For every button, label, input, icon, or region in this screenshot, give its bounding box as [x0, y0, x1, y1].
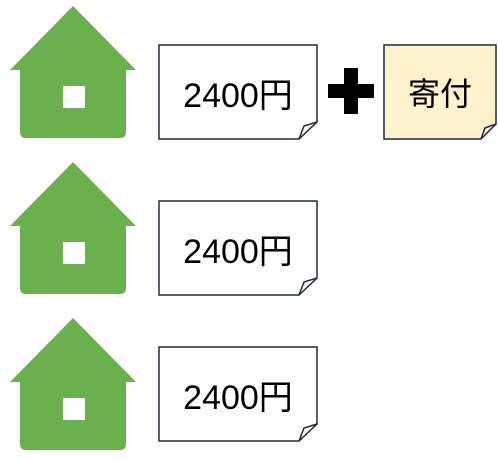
price-label: 2400円 — [183, 378, 293, 417]
price-note: 2400円 — [158, 44, 318, 140]
donation-note: 寄付 — [383, 44, 497, 140]
house-icon — [8, 316, 138, 456]
price-label: 2400円 — [183, 232, 293, 271]
row-1: 2400円 寄付 — [0, 4, 498, 144]
house-icon — [8, 160, 138, 300]
row-2: 2400円 — [0, 160, 498, 300]
plus-icon — [328, 68, 374, 114]
price-note: 2400円 — [158, 346, 318, 442]
price-label: 2400円 — [183, 76, 293, 115]
donation-label: 寄付 — [407, 76, 472, 112]
row-3: 2400円 — [0, 316, 498, 456]
house-icon — [8, 4, 138, 144]
price-note: 2400円 — [158, 200, 318, 296]
